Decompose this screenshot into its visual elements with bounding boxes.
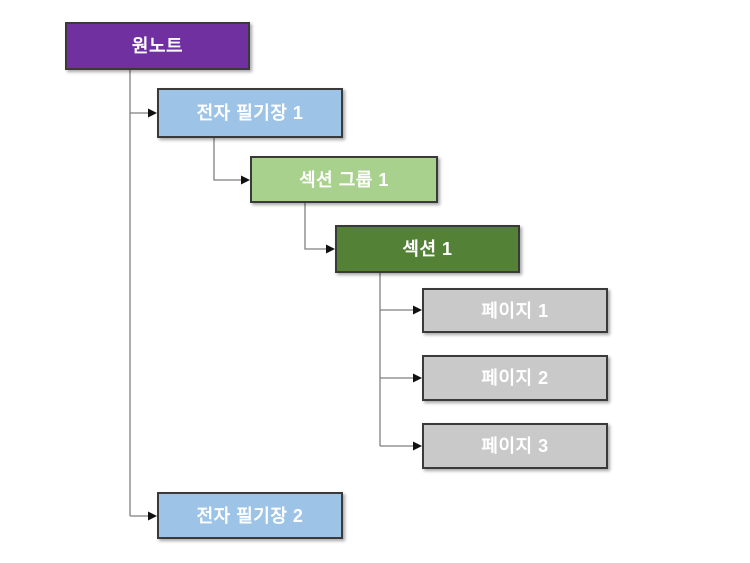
node-notebook-2-label: 전자 필기장 2 xyxy=(196,505,304,526)
connector-notebook-1-to-section-group-1 xyxy=(213,138,242,181)
node-section-1-label: 섹션 1 xyxy=(402,239,453,259)
node-section-1: 섹션 1 xyxy=(335,225,520,273)
node-notebook-1-label: 전자 필기장 1 xyxy=(196,103,304,123)
arrowhead-notebook-2 xyxy=(148,511,157,521)
node-page-2-label: 페이지 2 xyxy=(481,368,549,388)
arrowhead-page-1 xyxy=(413,305,422,315)
node-section-group-1-label: 섹션 그룹 1 xyxy=(299,169,389,190)
node-onenote-label: 원노트 xyxy=(131,36,184,56)
connector-section-group-1-to-section-1 xyxy=(304,203,327,250)
node-page-1: 페이지 1 xyxy=(422,288,608,333)
arrowhead-section-1 xyxy=(326,244,335,254)
arrowhead-page-2 xyxy=(413,373,422,383)
arrowhead-notebook-1 xyxy=(148,108,157,118)
arrowhead-page-3 xyxy=(413,441,422,451)
arrowhead-section-group-1 xyxy=(241,175,250,185)
node-page-1-label: 페이지 1 xyxy=(481,300,549,321)
node-notebook-1: 전자 필기장 1 xyxy=(157,88,343,138)
node-section-group-1: 섹션 그룹 1 xyxy=(250,156,438,203)
node-onenote: 원노트 xyxy=(65,22,250,70)
node-page-3-label: 페이지 3 xyxy=(481,436,549,456)
node-page-2: 페이지 2 xyxy=(422,355,608,401)
node-notebook-2: 전자 필기장 2 xyxy=(157,492,343,539)
node-page-3: 페이지 3 xyxy=(422,423,608,469)
